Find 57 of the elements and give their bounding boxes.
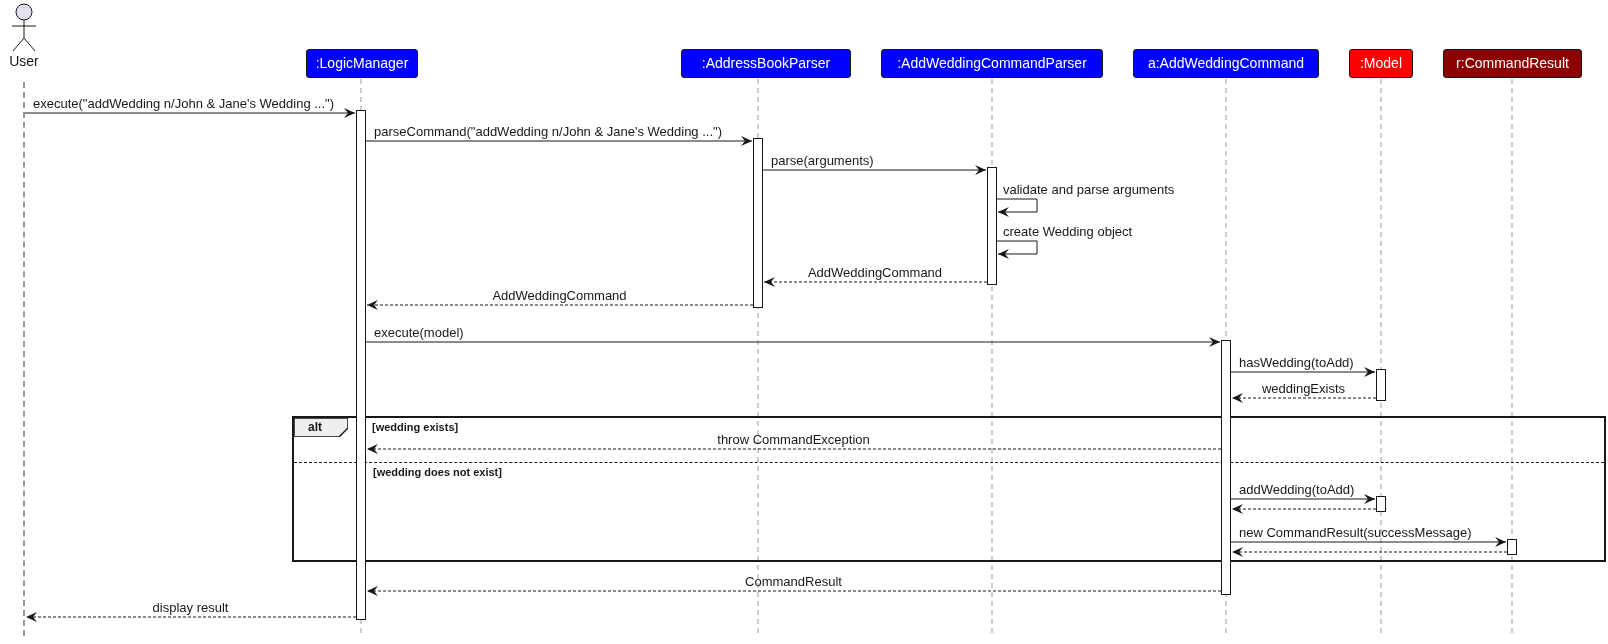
return-arrow [763,277,988,287]
activation-bar [1376,496,1386,512]
message-arrow [996,198,1038,217]
fragment-operator: alt [308,419,322,435]
message-arrow [24,108,356,118]
message-label: display result [152,600,229,616]
participant-name: :AddWeddingCommandParser [897,54,1087,73]
activation-bar [1221,340,1231,595]
participant-name: a:AddWeddingCommand [1147,54,1305,73]
message-label: CommandResult [745,574,842,590]
activation-bar [987,167,997,285]
participant-box [306,49,418,78]
participant-name: :Model [1360,54,1402,73]
message-arrow [1230,537,1507,547]
message-arrow [1230,494,1376,504]
return-arrow [25,612,357,622]
message-label: new CommandResult(successMessage) [1239,525,1472,541]
message-label: parse(arguments) [771,153,874,169]
participant-box [1133,49,1319,78]
alt-fragment [292,416,1606,562]
activation-bar [1507,539,1517,555]
participant-box [881,49,1103,78]
activation-bar [356,110,366,620]
guard-condition: [wedding exists] [372,420,459,434]
message-arrow [996,240,1038,259]
message-arrow [365,136,753,146]
participant-name: r:CommandResult [1456,54,1569,73]
message-label: create Wedding object [1003,224,1133,240]
message-arrow [365,337,1221,347]
message-arrow [1230,367,1376,377]
lifeline [23,82,25,636]
message-label: execute(model) [374,325,464,341]
message-label: throw CommandException [717,432,870,448]
return-arrow [1231,504,1377,514]
guard-condition: [wedding does not exist] [372,465,503,479]
participant-box [1443,49,1582,78]
message-label: AddWeddingCommand [807,265,943,281]
return-arrow [1231,393,1377,403]
message-label: hasWedding(toAdd) [1239,355,1354,371]
participant-name: :LogicManager [315,54,409,73]
message-label: execute("addWedding n/John & Jane's Wedding ...") [33,96,335,112]
activation-bar [753,138,763,308]
actor-name: User [9,54,39,68]
activation-bar [1376,369,1386,401]
message-label: validate and parse arguments [1003,182,1175,198]
message-label: AddWeddingCommand [492,288,627,304]
participant-name: :AddressBookParser [701,54,831,73]
return-arrow [366,586,1222,596]
message-arrow [762,165,987,175]
return-arrow [366,444,1222,454]
message-label: weddingExists [1261,381,1346,397]
participant-box [1349,49,1413,78]
participant-box [681,49,851,78]
return-arrow [1231,547,1508,557]
message-label: parseCommand("addWedding n/John & Jane's Wedding ...") [374,124,722,140]
message-label: addWedding(toAdd) [1239,482,1355,498]
return-arrow [366,300,754,310]
